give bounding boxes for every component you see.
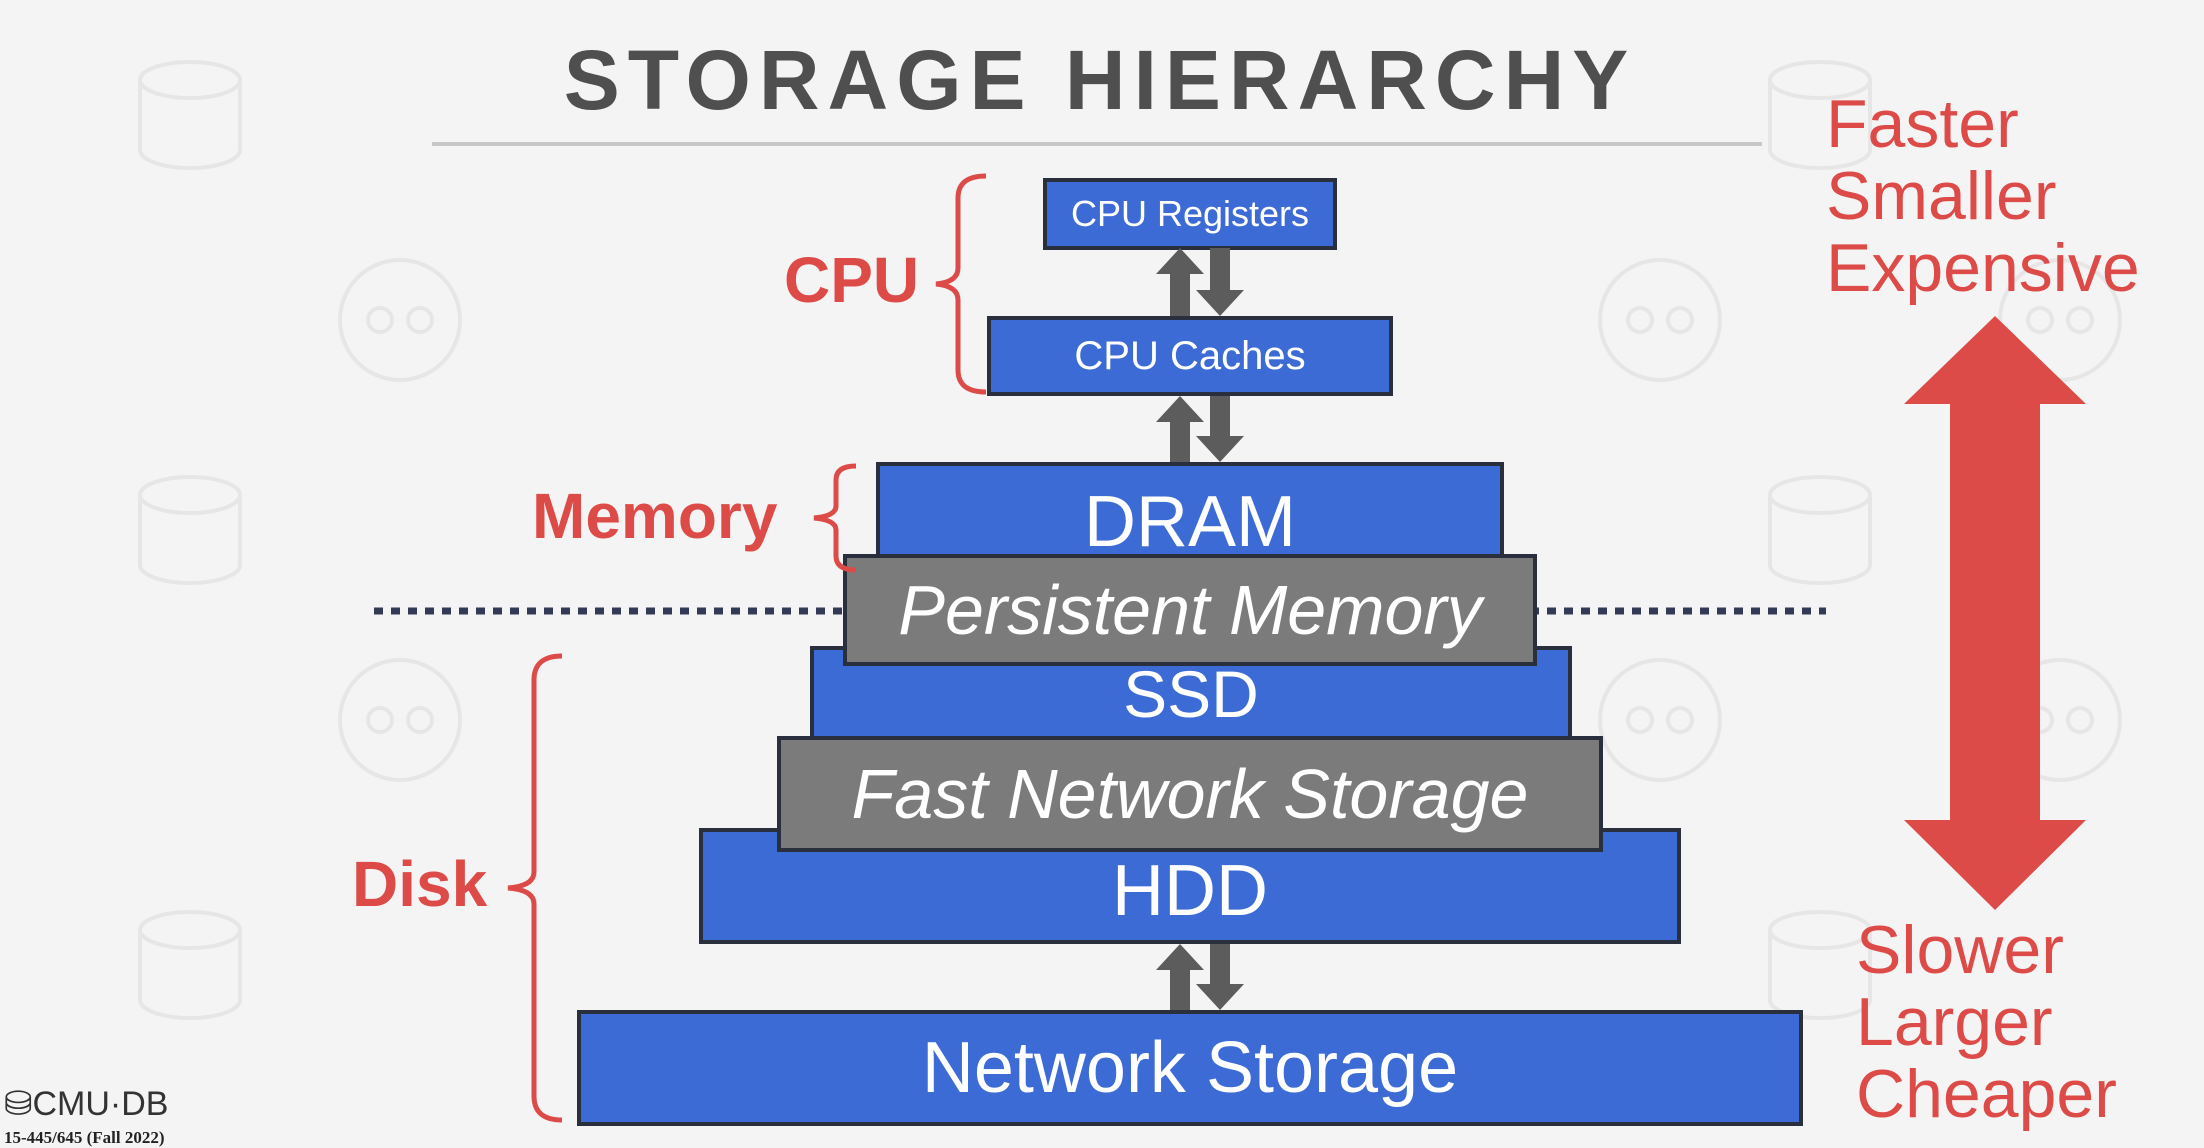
group-label-disk: Disk [352,848,488,920]
cpu-bracket [935,173,987,395]
top-note: Faster Smaller Expensive [1826,88,2140,304]
transfer-arrows-hdd-network [1156,944,1244,1010]
level-cpu-registers: CPU Registers [1043,178,1337,250]
title-rule [432,142,1762,146]
top-note-line: Faster [1826,86,2019,162]
transfer-arrows-registers-caches [1156,248,1244,316]
double-arrow-icon [1904,316,2086,910]
level-dram: DRAM [876,462,1504,564]
bottom-note-line: Larger [1856,984,2053,1060]
group-label-cpu: CPU [784,244,920,316]
database-icon: ⛁ [4,1085,33,1123]
group-label-memory: Memory [532,480,778,552]
level-network-storage: Network Storage [577,1010,1803,1126]
logo-text: CMU·DB [32,1085,169,1123]
slide-title: STORAGE HIERARCHY [563,33,1637,127]
top-note-line: Smaller [1826,158,2057,234]
volatile-nonvolatile-divider [374,607,1826,615]
level-fast-network-storage: Fast Network Storage [777,736,1603,852]
level-persistent-memory: Persistent Memory [843,554,1537,666]
bottom-note-line: Cheaper [1856,1056,2117,1132]
course-label: 15-445/645 (Fall 2022) [4,1128,165,1147]
bottom-note: Slower Larger Cheaper [1856,914,2117,1130]
transfer-arrows-caches-dram [1156,396,1244,462]
top-note-line: Expensive [1826,230,2140,306]
memory-bracket [813,463,857,573]
bottom-note-line: Slower [1856,912,2064,988]
cmu-db-logo: ⛁CMU·DB [4,1084,168,1124]
level-cpu-caches: CPU Caches [987,316,1393,396]
disk-bracket [507,653,563,1123]
